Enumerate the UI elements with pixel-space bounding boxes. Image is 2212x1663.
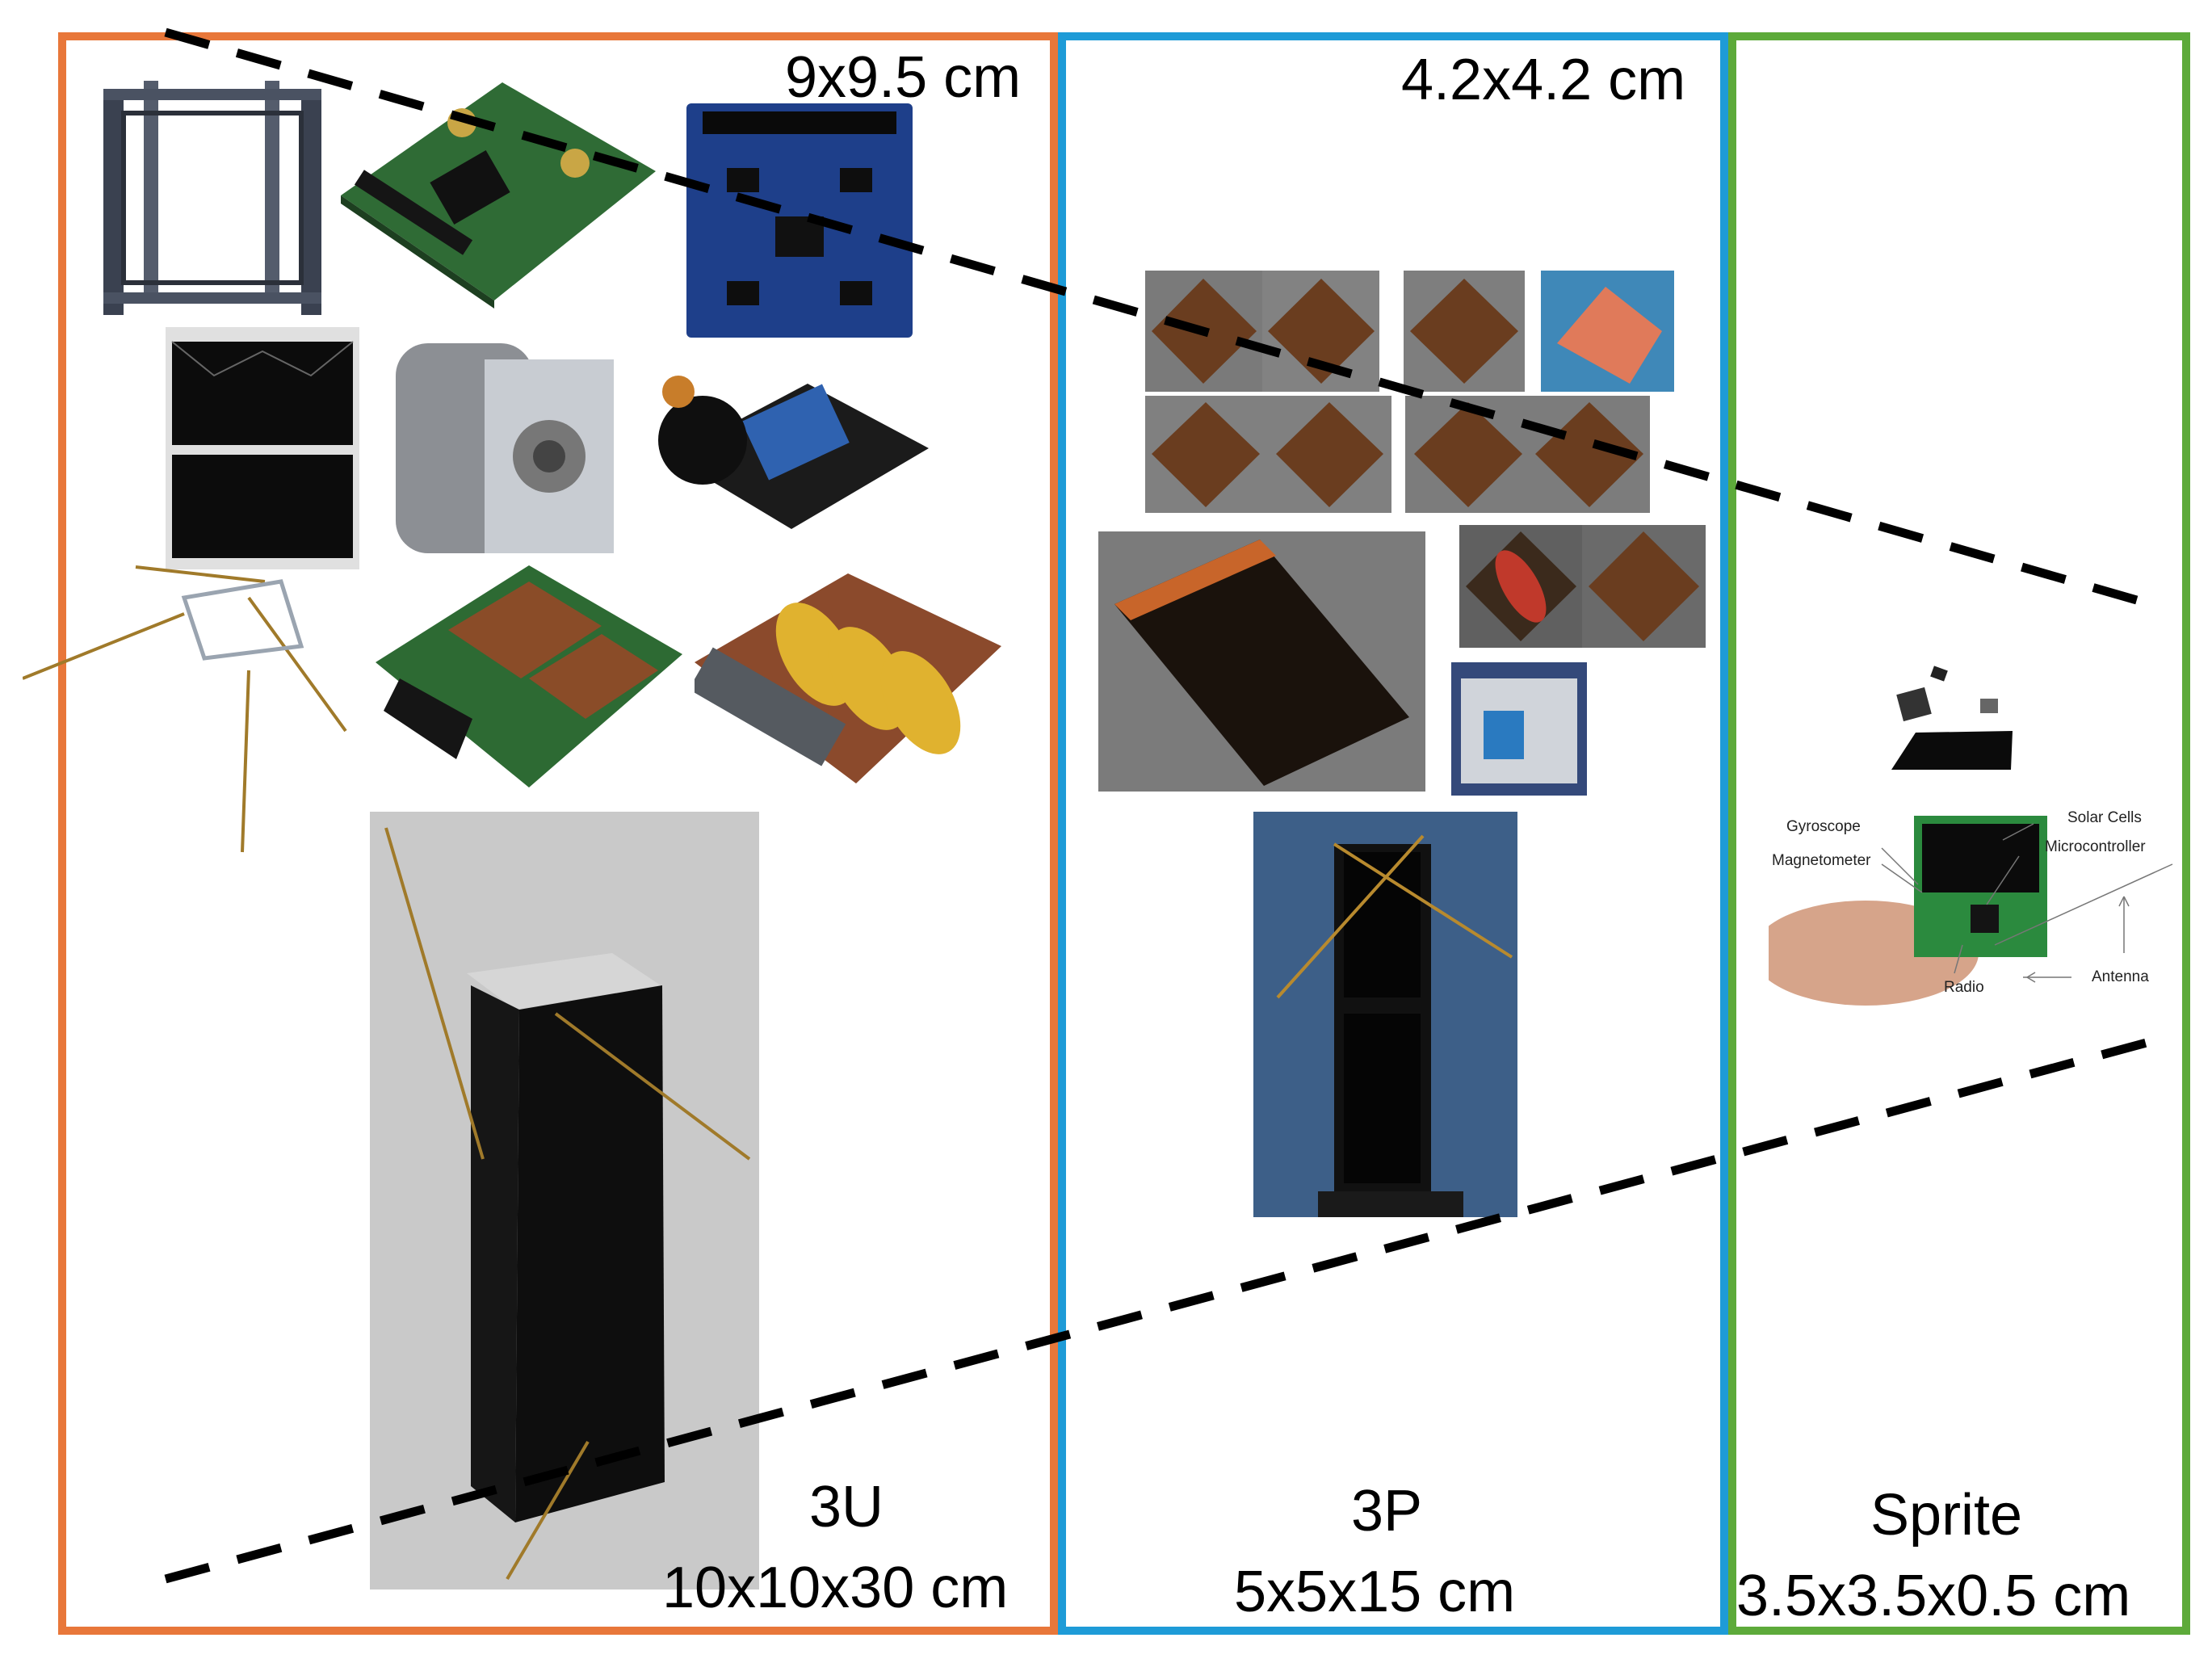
callout-radio: Radio (1944, 979, 1984, 996)
callout-magnetometer: Magnetometer (1772, 852, 1871, 869)
callout-solar-cells: Solar Cells (2067, 809, 2142, 826)
label-3u-name: 3U (809, 1475, 884, 1539)
reaction-wheel-icon (396, 343, 614, 553)
circuit-board-icon (341, 82, 656, 309)
pocketqube-battery-boards (1459, 525, 1706, 648)
callout-microcontroller: Microcontroller (2045, 838, 2146, 855)
pocketqube-3p-photo (1253, 812, 1517, 1217)
label-sprite-size: 3.5x3.5x0.5 cm (1736, 1564, 2131, 1628)
pocketqube-boards-row2 (1145, 396, 1650, 513)
pocketqube-boards-row1 (1145, 271, 1674, 392)
cubesat-frame-icon (103, 81, 321, 315)
sprite-photo (1769, 816, 2047, 1006)
label-3p-board-size: 4.2x4.2 cm (1401, 48, 1686, 112)
panel-3p-border (1058, 32, 1728, 1635)
sprite-components-icon (1891, 666, 2013, 770)
label-3p-name: 3P (1351, 1479, 1423, 1543)
circuit-board-icon-blue (686, 103, 913, 338)
pocketqube-render (1451, 662, 1587, 796)
cubesat-3u-photo (370, 812, 759, 1590)
callout-gyroscope: Gyroscope (1786, 818, 1861, 835)
camera-payload-icon (658, 376, 929, 529)
label-3u-board-size: 9x9.5 cm (785, 45, 1022, 110)
label-3u-size: 10x10x30 cm (662, 1556, 1009, 1620)
battery-pack-icon (695, 573, 1001, 783)
label-sprite-name: Sprite (1870, 1483, 2023, 1548)
panel-3u-border (58, 32, 1058, 1635)
panel-sprite-border (1728, 32, 2190, 1635)
pocketqube-solar-panel (1098, 531, 1425, 792)
label-3p-size: 5x5x15 cm (1234, 1560, 1516, 1624)
callout-antenna: Antenna (2092, 968, 2149, 985)
sprite-callout-lines (1881, 823, 2173, 983)
antenna-module-icon (23, 565, 347, 853)
solar-panel-icon (166, 327, 359, 569)
copper-board-icon (376, 565, 682, 787)
